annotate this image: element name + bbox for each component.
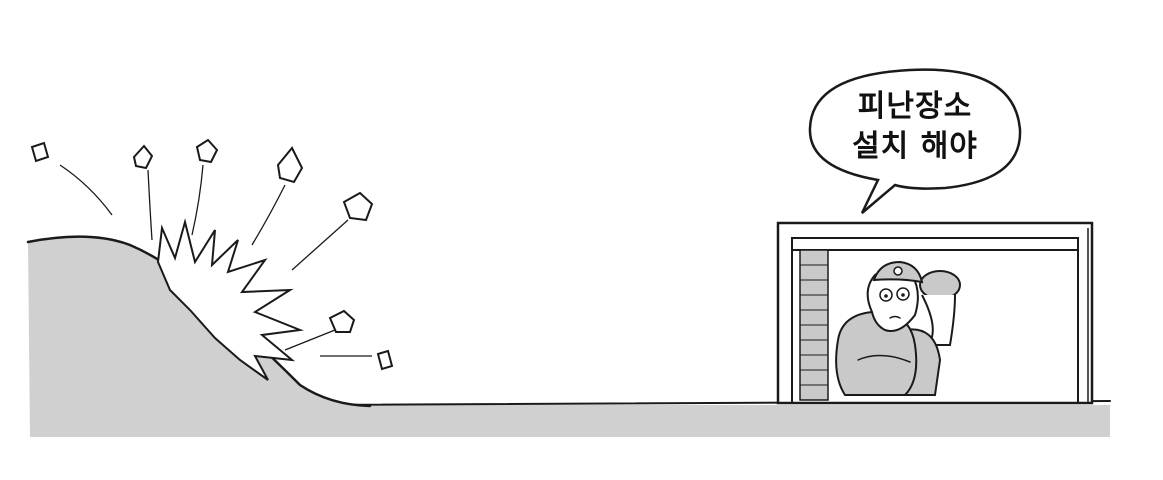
rock (342, 191, 374, 222)
rock (132, 144, 154, 170)
flying-rocks (30, 138, 394, 371)
speech-bubble (808, 68, 1022, 214)
rock (376, 349, 394, 371)
rock (30, 141, 50, 163)
speech-bubble-line-2: 설치 해야 (852, 129, 978, 164)
rock (195, 138, 219, 164)
two-crouching-soldiers (835, 260, 961, 396)
explosion-burst (156, 218, 304, 381)
debris-motion-lines (59, 164, 372, 357)
rock (276, 146, 304, 184)
soldier-front (835, 260, 924, 396)
rock (328, 309, 356, 333)
soldier-back (904, 270, 961, 396)
speech-bubble-line-1: 피난장소 (857, 89, 973, 124)
